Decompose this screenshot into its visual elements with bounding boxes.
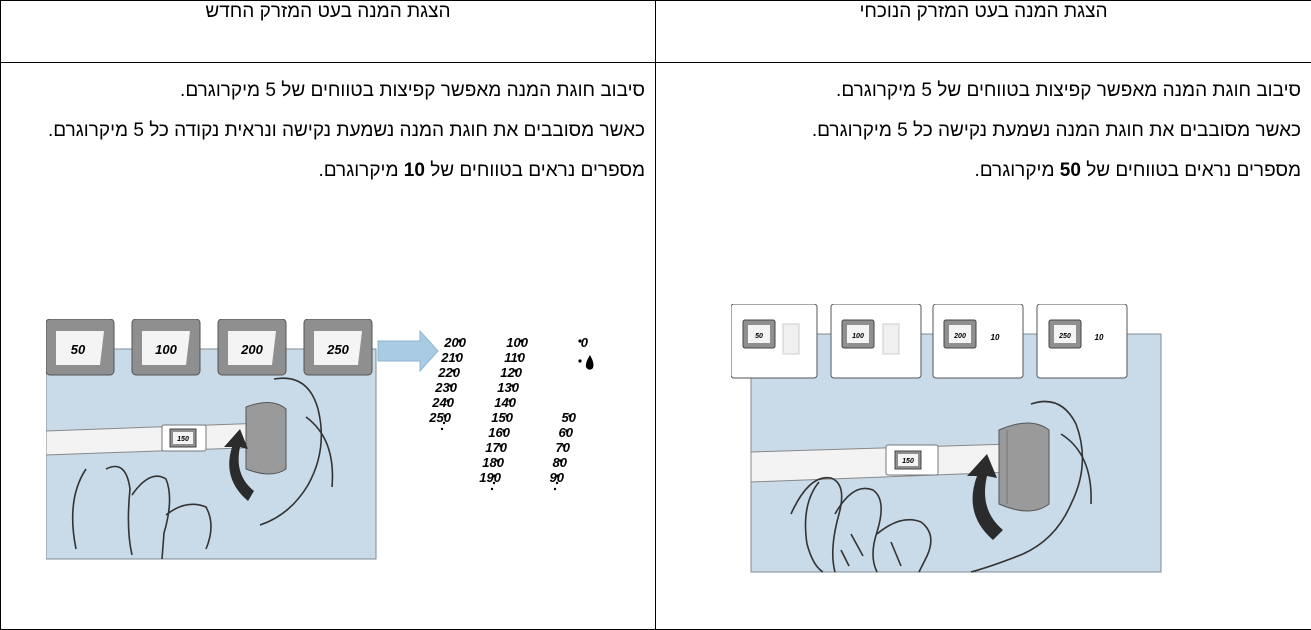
- scale-col-b: 100 110 120 130 140 150 160 170 180 190: [479, 335, 528, 485]
- new-para-3: מספרים נראים בטווחים של 10 מיקרוגרם.: [13, 151, 645, 191]
- header-new-pen: הצגת המנה בעט המזרק החדש: [1, 1, 656, 63]
- window-label: 50: [755, 333, 763, 340]
- svg-text:60: 60: [559, 425, 574, 440]
- svg-text:200: 200: [443, 335, 466, 350]
- header-current-pen: הצגת המנה בעט המזרק הנוכחי: [656, 1, 1311, 63]
- svg-text:10: 10: [1095, 333, 1104, 342]
- dose-window-50: 50: [731, 304, 817, 378]
- drop-icon: [586, 355, 594, 370]
- svg-text:130: 130: [497, 380, 519, 395]
- window-label: 100: [852, 333, 864, 340]
- svg-text:120: 120: [500, 365, 522, 380]
- window-label: 200: [953, 333, 966, 340]
- svg-text:220: 220: [437, 365, 460, 380]
- dose-window-50: 50: [46, 319, 114, 375]
- dose-window-100: 100: [831, 304, 921, 378]
- svg-text:100: 100: [506, 335, 528, 350]
- pen-window-label: 150: [902, 458, 914, 465]
- svg-text:240: 240: [431, 395, 454, 410]
- svg-text:70: 70: [556, 440, 571, 455]
- svg-text:170: 170: [485, 440, 507, 455]
- new-pen-illustration: 50 100 200 250: [46, 319, 606, 583]
- cell-new-pen: סיבוב חוגת המנה מאפשר קפיצות בטווחים של …: [1, 63, 656, 630]
- new-para-1: סיבוב חוגת המנה מאפשר קפיצות בטווחים של …: [13, 71, 645, 111]
- svg-text:210: 210: [440, 350, 463, 365]
- window-label: 250: [1058, 333, 1071, 340]
- dose-window-250: 250: [304, 319, 372, 375]
- svg-text:50: 50: [562, 410, 577, 425]
- window-label: 250: [326, 342, 349, 357]
- dose-window-200: 200: [218, 319, 286, 375]
- svg-text:180: 180: [482, 455, 504, 470]
- scale-col-c: 0 50 60 70 80 90: [550, 335, 594, 485]
- svg-text:150: 150: [491, 410, 513, 425]
- cell-current-pen: סיבוב חוגת המנה מאפשר קפיצות בטווחים של …: [656, 63, 1311, 630]
- svg-text:110: 110: [504, 350, 525, 365]
- new-para-2: כאשר מסובבים את חוגת המנה נשמעת נקישה ונ…: [13, 111, 645, 151]
- current-pen-illustration: 50 100 200 10: [731, 304, 1221, 574]
- dose-window-250: 250 10: [1037, 304, 1127, 378]
- current-para-3: מספרים נראים בטווחים של 50 מיקרוגרם.: [668, 151, 1301, 191]
- dose-window-100: 100: [132, 319, 200, 375]
- new-increment: 10: [404, 160, 425, 181]
- svg-text:230: 230: [434, 380, 457, 395]
- svg-text:140: 140: [494, 395, 516, 410]
- svg-text:250: 250: [428, 410, 451, 425]
- pen-window-label: 150: [177, 436, 189, 443]
- window-label: 200: [240, 342, 263, 357]
- current-para-2: כאשר מסובבים את חוגת המנה נשמעת נקישה כל…: [668, 111, 1301, 151]
- dose-window-200: 200 10: [933, 304, 1023, 378]
- svg-text:0: 0: [581, 335, 589, 350]
- current-increment: 50: [1060, 160, 1081, 181]
- svg-text:190: 190: [479, 470, 501, 485]
- transition-arrow-icon: [378, 331, 438, 371]
- svg-text:10: 10: [991, 333, 1000, 342]
- window-label: 50: [71, 342, 86, 357]
- current-para-1: סיבוב חוגת המנה מאפשר קפיצות בטווחים של …: [668, 71, 1301, 111]
- window-label: 100: [155, 342, 177, 357]
- svg-text:160: 160: [488, 425, 510, 440]
- svg-text:80: 80: [553, 455, 568, 470]
